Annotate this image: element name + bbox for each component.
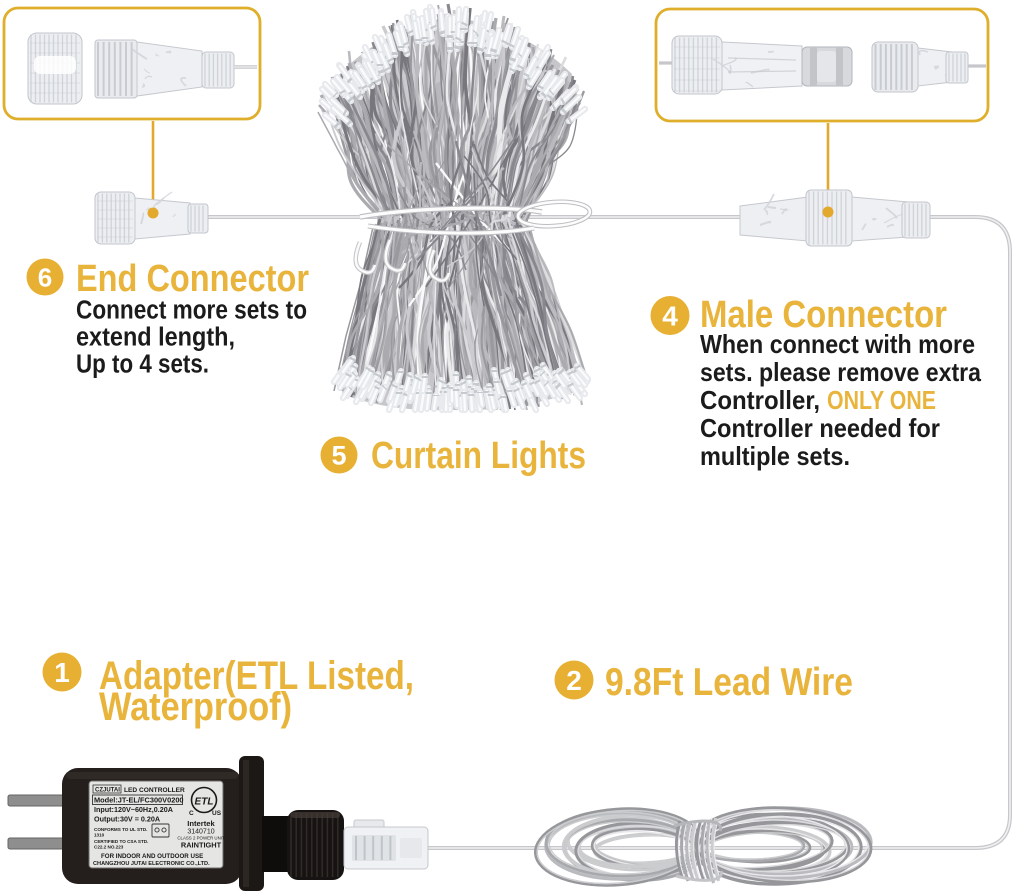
svg-text:US: US [212,810,222,817]
svg-text:2: 2 [566,665,582,696]
svg-text:extend length,: extend length, [76,324,235,352]
svg-text:Curtain Lights: Curtain Lights [371,435,586,477]
svg-text:sets. please remove extra: sets. please remove extra [700,357,981,387]
svg-text:4: 4 [662,301,678,332]
svg-text:multiple sets.: multiple sets. [700,441,850,471]
svg-text:Waterproof): Waterproof) [99,685,292,729]
svg-text:RAINTIGHT: RAINTIGHT [181,841,222,850]
svg-text:Model:JT-EL/FC300V0200: Model:JT-EL/FC300V0200 [94,796,184,805]
svg-text:9.8Ft Lead Wire: 9.8Ft Lead Wire [605,661,853,704]
svg-text:Adapter(ETL Listed,: Adapter(ETL Listed, [99,654,414,698]
svg-text:Intertek: Intertek [187,819,215,828]
svg-text:Up to 4 sets.: Up to 4 sets. [76,351,209,379]
svg-text:3140710: 3140710 [187,829,214,836]
svg-text:When connect with more: When connect with more [700,329,975,359]
svg-text:1: 1 [54,657,70,688]
svg-text:C: C [189,810,194,817]
svg-text:Controller,: Controller, [700,385,820,415]
svg-text:FOR INDOOR AND OUTDOOR USE: FOR INDOOR AND OUTDOOR USE [101,853,203,860]
svg-text:Output:30V = 0.20A: Output:30V = 0.20A [94,815,160,824]
svg-text:LED CONTROLLER: LED CONTROLLER [124,787,185,794]
svg-text:ONLY ONE: ONLY ONE [827,385,936,415]
svg-text:C22.2 NO.223: C22.2 NO.223 [94,845,124,850]
svg-text:Connect more sets to: Connect more sets to [76,297,307,325]
svg-text:CZJUTAI: CZJUTAI [95,788,120,794]
svg-text:Controller needed for: Controller needed for [700,413,940,443]
svg-text:CHANGZHOU JUTAI ELECTRONIC CO.: CHANGZHOU JUTAI ELECTRONIC CO.,LTD. [93,861,210,867]
svg-text:6: 6 [38,262,52,292]
svg-text:Male Connector: Male Connector [700,294,947,336]
svg-text:Input:120V~60Hz,0.20A: Input:120V~60Hz,0.20A [94,805,173,814]
svg-text:1310: 1310 [94,833,105,838]
svg-text:CLASS 2 POWER UNIT: CLASS 2 POWER UNIT [177,836,225,841]
svg-text:End Connector: End Connector [76,258,309,300]
svg-text:ETL: ETL [195,797,214,808]
svg-text:CONFORMS TO UL STD.: CONFORMS TO UL STD. [94,827,147,832]
svg-text:CERTIFIED TO CSA STD.: CERTIFIED TO CSA STD. [94,839,148,844]
svg-text:5: 5 [331,441,346,471]
